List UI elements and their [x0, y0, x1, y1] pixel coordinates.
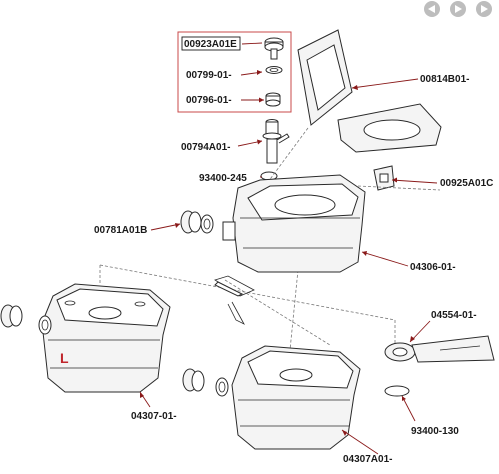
part-label-00799-01: 00799-01- — [186, 70, 232, 81]
part-label-93400-245: 93400-245 — [199, 173, 247, 184]
spring-part — [265, 92, 281, 107]
part-label-04306-01: 04306-01- — [410, 262, 456, 273]
part-label-04307A01: 04307A01- — [343, 454, 392, 465]
part-label-00923A01E: 00923A01E — [184, 39, 237, 50]
upper-tank-part — [222, 174, 366, 273]
play-icon[interactable] — [450, 1, 466, 17]
part-label-box-00923A01E — [181, 36, 241, 51]
part-label-00781A01B: 00781A01B — [94, 225, 147, 236]
valve-group-box — [177, 31, 292, 113]
slide-valve-lever-part — [384, 335, 495, 363]
part-label-00925A01C: 00925A01C — [440, 178, 493, 189]
arrow-right-icon[interactable] — [476, 1, 492, 17]
part-label-93400-130: 93400-130 — [411, 426, 459, 437]
leader-lines — [139, 42, 438, 455]
assembly-guide-line — [224, 279, 331, 346]
part-label-00814B01: 00814B01- — [420, 74, 469, 85]
part-label-00796-01: 00796-01- — [186, 95, 232, 106]
lever-seal-ring-part — [384, 385, 410, 397]
o-ring-part — [265, 66, 283, 74]
part-label-00794A01: 00794A01- — [181, 142, 230, 153]
toilet-seat-part — [337, 103, 442, 153]
assembly-guide-line — [357, 185, 441, 191]
holding-tank-right-part — [231, 345, 361, 450]
holding-tank-left-part: L — [41, 283, 171, 393]
latch-clip-part — [373, 165, 395, 191]
part-label-04307-01: 04307-01- — [131, 411, 177, 422]
arrow-left-icon[interactable] — [424, 1, 440, 17]
right-tank-fitting-part — [182, 368, 229, 397]
left-fitting-part — [0, 304, 52, 335]
wire-handle-part — [214, 275, 255, 325]
toilet-lid-part — [297, 29, 353, 126]
assembly-guide-line — [267, 127, 309, 183]
valve-cap-part — [264, 37, 284, 60]
tank-side-marker-L: L — [60, 350, 69, 366]
valve-fitting-part — [180, 210, 214, 234]
pump-tube-part — [262, 119, 290, 164]
part-label-04554-01: 04554-01- — [431, 310, 477, 321]
